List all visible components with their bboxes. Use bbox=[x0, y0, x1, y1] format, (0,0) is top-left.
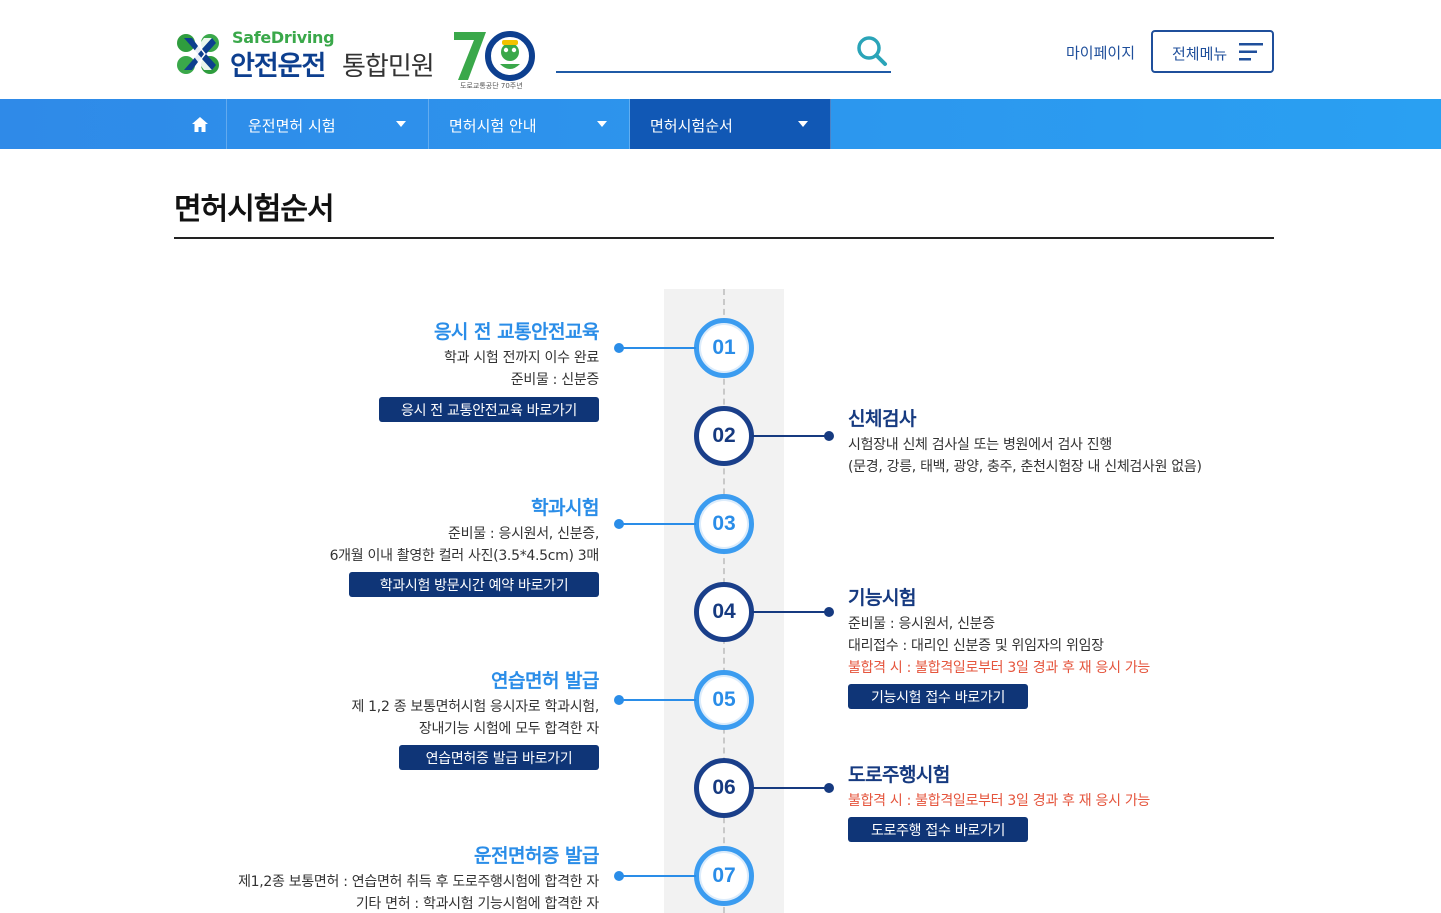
all-menu-label: 전체메뉴 bbox=[1172, 45, 1228, 63]
step-dot bbox=[614, 343, 624, 353]
step-number-badge: 06 bbox=[694, 758, 754, 818]
step-number: 02 bbox=[712, 424, 736, 447]
nav-item-label: 면허시험순서 bbox=[650, 117, 733, 135]
clover-logo-icon bbox=[177, 34, 219, 74]
step-description: 제 1,2 종 보통면허시험 응시자로 학과시험, bbox=[351, 699, 599, 715]
step-description: 대리접수 : 대리인 신분증 및 위임자의 위임장 bbox=[848, 638, 1104, 654]
step-number-badge: 03 bbox=[694, 494, 754, 554]
step-title: 도로주행시험 bbox=[848, 764, 950, 786]
step-number-badge: 01 bbox=[694, 318, 754, 378]
skill-test-apply-button[interactable]: 기능시험 접수 바로가기 bbox=[848, 684, 1028, 709]
page-title: 면허시험순서 bbox=[174, 192, 335, 227]
step-connector bbox=[752, 787, 828, 789]
step-dot bbox=[614, 695, 624, 705]
step-title: 기능시험 bbox=[848, 587, 916, 609]
step-number: 05 bbox=[712, 688, 736, 711]
step-number-badge: 04 bbox=[694, 582, 754, 642]
nav-item-label: 면허시험 안내 bbox=[449, 117, 537, 135]
main-navigation: 운전면허 시험 면허시험 안내 면허시험순서 bbox=[0, 99, 1441, 149]
step-title: 학과시험 bbox=[531, 497, 599, 519]
step-number: 01 bbox=[712, 336, 736, 359]
step-title: 신체검사 bbox=[848, 408, 916, 430]
caret-down-icon bbox=[798, 121, 808, 127]
step-connector bbox=[620, 347, 696, 349]
step-number: 03 bbox=[712, 512, 736, 535]
search-bar bbox=[556, 32, 891, 73]
nav-item-label: 운전면허 시험 bbox=[248, 117, 336, 135]
step-description: 6개월 이내 촬영한 컬러 사진(3.5*4.5cm) 3매 bbox=[329, 548, 600, 564]
logo-korean-sub: 통합민원 bbox=[342, 52, 435, 82]
step-description: 제1,2종 보통면허 : 연습면허 취득 후 도로주행시험에 합격한 자 bbox=[238, 874, 599, 890]
step-description: 준비물 : 응시원서, 신분증 bbox=[848, 616, 995, 632]
step-dot bbox=[614, 519, 624, 529]
step-title: 운전면허증 발급 bbox=[474, 845, 599, 867]
nav-item-exam-guide[interactable]: 면허시험 안내 bbox=[429, 99, 630, 149]
search-icon[interactable] bbox=[855, 34, 889, 68]
step-description: 준비물 : 응시원서, 신분증, bbox=[448, 526, 599, 542]
step-connector bbox=[620, 699, 696, 701]
step-number: 04 bbox=[712, 600, 736, 623]
caret-down-icon bbox=[597, 121, 607, 127]
step-number-badge: 07 bbox=[694, 846, 754, 906]
step-description: 학과 시험 전까지 이수 완료 bbox=[444, 350, 599, 366]
written-test-reservation-button[interactable]: 학과시험 방문시간 예약 바로가기 bbox=[349, 572, 599, 597]
road-test-apply-button[interactable]: 도로주행 접수 바로가기 bbox=[848, 817, 1028, 842]
step-connector bbox=[620, 875, 696, 877]
learner-permit-issue-button[interactable]: 연습면허증 발급 바로가기 bbox=[399, 745, 599, 770]
step-number: 06 bbox=[712, 776, 736, 799]
site-header: SafeDriving 안전운전 통합민원 도로교통공단 70주년 마이페이지 … bbox=[0, 0, 1441, 99]
step-title: 응시 전 교통안전교육 bbox=[433, 321, 600, 343]
anniversary-70-emblem-icon bbox=[454, 31, 535, 81]
step-title: 연습면허 발급 bbox=[491, 670, 600, 692]
home-icon bbox=[192, 116, 208, 132]
mypage-link[interactable]: 마이페이지 bbox=[1066, 44, 1136, 62]
step-warning: 불합격 시 : 불합격일로부터 3일 경과 후 재 응시 가능 bbox=[848, 660, 1150, 676]
step-connector bbox=[752, 611, 828, 613]
step-dot bbox=[824, 607, 834, 617]
search-input[interactable] bbox=[556, 32, 846, 70]
step-description: 장내기능 시험에 모두 합격한 자 bbox=[418, 721, 599, 737]
hamburger-menu-icon bbox=[1239, 43, 1263, 61]
traffic-safety-education-button[interactable]: 응시 전 교통안전교육 바로가기 bbox=[379, 397, 599, 422]
step-warning: 불합격 시 : 불합격일로부터 3일 경과 후 재 응시 가능 bbox=[848, 793, 1150, 809]
step-connector bbox=[752, 435, 828, 437]
caret-down-icon bbox=[396, 121, 406, 127]
step-description: (문경, 강릉, 태백, 광양, 충주, 춘천시험장 내 신체검사원 없음) bbox=[848, 459, 1202, 475]
anniversary-caption: 도로교통공단 70주년 bbox=[460, 82, 523, 90]
step-connector bbox=[620, 523, 696, 525]
site-logo[interactable]: SafeDriving 안전운전 통합민원 도로교통공단 70주년 bbox=[172, 28, 542, 94]
step-dot bbox=[824, 783, 834, 793]
step-description: 시험장내 신체 검사실 또는 병원에서 검사 진행 bbox=[848, 437, 1112, 453]
step-dot bbox=[614, 871, 624, 881]
step-description: 준비물 : 신분증 bbox=[510, 372, 600, 388]
step-dot bbox=[824, 431, 834, 441]
step-number: 07 bbox=[712, 864, 736, 887]
nav-item-license-exam[interactable]: 운전면허 시험 bbox=[228, 99, 429, 149]
logo-english-text: SafeDriving bbox=[232, 28, 335, 47]
step-number-badge: 02 bbox=[694, 406, 754, 466]
logo-korean-main: 안전운전 bbox=[230, 51, 326, 82]
title-divider bbox=[174, 237, 1274, 239]
home-button[interactable] bbox=[174, 99, 227, 149]
step-number-badge: 05 bbox=[694, 670, 754, 730]
step-description: 기타 면허 : 학과시험 기능시험에 합격한 자 bbox=[355, 896, 599, 912]
nav-item-exam-order[interactable]: 면허시험순서 bbox=[630, 99, 831, 149]
all-menu-button[interactable]: 전체메뉴 bbox=[1151, 30, 1274, 73]
